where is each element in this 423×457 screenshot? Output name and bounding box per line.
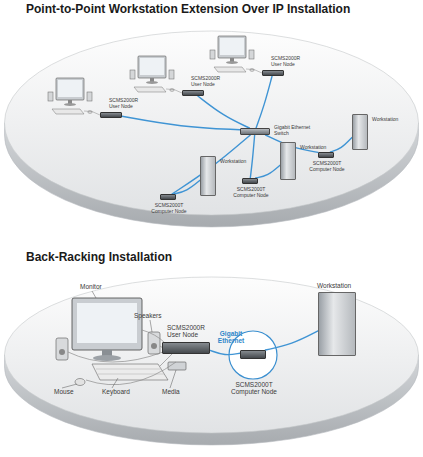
connection-label: Gigabit Ethernet (211, 330, 251, 345)
extender-node: SCMS2000T Computer Node (318, 152, 334, 158)
workstation-tower: Workstation (280, 142, 296, 180)
device-label: Workstation (317, 282, 377, 289)
device-label: SCMS2000T Computer Node (309, 161, 345, 173)
platform-disc: Back-Racking InstallationSCMS2000R User … (0, 248, 423, 457)
device-label: Workstation (300, 145, 340, 151)
extender-node: SCMS2000T Computer Node (160, 194, 176, 200)
extender-node: SCMS2000R User Node (162, 342, 210, 354)
workstation-tower: Workstation (318, 292, 356, 356)
device-label: SCMS2000R User Node (191, 76, 229, 88)
section-heading: Back-Racking Installation (26, 251, 172, 265)
device-label: SCMS2000R User Node (167, 324, 213, 339)
disc-surface (5, 277, 419, 433)
disc-shape (0, 248, 423, 457)
extender-node: SCMS2000R User Node (100, 112, 122, 118)
device-label: SCMS2000T Computer Node (151, 203, 187, 215)
device-label: SCMS2000R User Node (271, 56, 309, 68)
extender-node: SCMS2000R User Node (182, 90, 204, 96)
extender-node: SCMS2000T Computer Node (240, 350, 266, 359)
device-label: SCMS2000T Computer Node (233, 187, 269, 199)
device-label: Gigabit Ethernet Switch (274, 125, 314, 137)
device-label: SCMS2000T Computer Node (229, 381, 279, 396)
part-label: Monitor (80, 283, 102, 290)
part-label: Keyboard (102, 388, 130, 395)
device-label: Workstation (372, 117, 412, 123)
part-label: Mouse (54, 388, 74, 395)
extender-node: SCMS2000T Computer Node (242, 178, 258, 184)
part-label: Media (162, 388, 180, 395)
part-label: Speakers (134, 312, 161, 319)
workstation-tower: Workstation (200, 156, 216, 196)
device-label: Workstation (220, 159, 260, 165)
device-label: SCMS2000R User Node (109, 98, 147, 110)
section-heading: Point-to-Point Workstation Extension Ove… (26, 3, 350, 17)
disc-surface (5, 31, 419, 215)
platform-disc: Point-to-Point Workstation Extension Ove… (0, 0, 423, 240)
network-switch: Gigabit Ethernet Switch (240, 128, 270, 135)
workstation-tower: Workstation (352, 114, 368, 150)
extender-node: SCMS2000R User Node (262, 70, 284, 76)
